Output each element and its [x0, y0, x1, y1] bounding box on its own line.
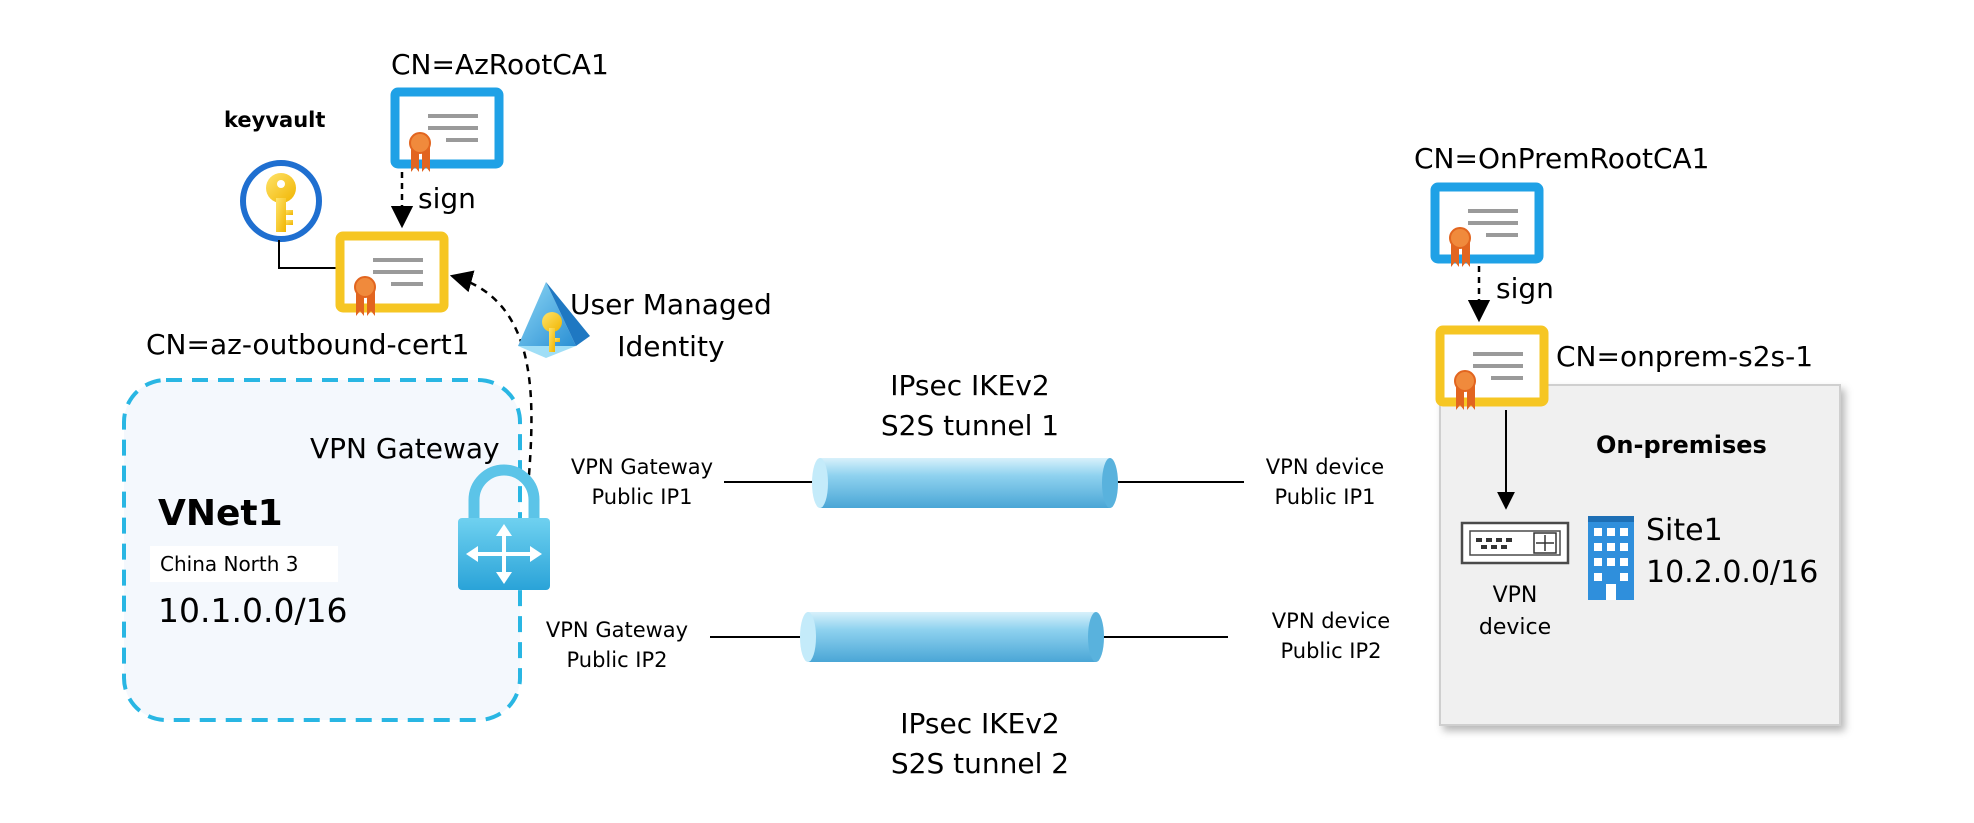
vpn-gateway-lock-icon: [458, 464, 550, 590]
tunnel-2-left-endpoint: VPN Gateway Public IP2: [532, 615, 702, 675]
vnet-address: 10.1.0.0/16: [158, 591, 348, 630]
tunnel-2-right-line1: VPN device: [1271, 609, 1391, 633]
tunnel-1: [724, 458, 1244, 508]
site-address: 10.2.0.0/16: [1646, 555, 1819, 590]
certificate-icon: [1430, 182, 1544, 267]
az-root-ca-label: CN=AzRootCA1: [391, 48, 609, 81]
tunnel-1-title-line2: S2S tunnel 1: [880, 409, 1060, 442]
keyvault-connector: [278, 240, 340, 269]
tunnel-1-title-line1: IPsec IKEv2: [890, 369, 1050, 402]
certificate-icon: [390, 87, 504, 172]
onprem-title: On-premises: [1596, 431, 1767, 459]
tunnel-2-title-line1: IPsec IKEv2: [900, 707, 1060, 740]
vpn-gateway-label: VPN Gateway: [310, 432, 500, 465]
keyvault-label: keyvault: [224, 108, 326, 132]
tunnel-1-left-line1: VPN Gateway: [570, 455, 714, 479]
certificate-icon: [335, 231, 449, 316]
key-icon: [240, 160, 322, 242]
tunnel-2-right-endpoint: VPN device Public IP2: [1256, 606, 1406, 666]
tunnel-1-right-endpoint: VPN device Public IP1: [1250, 452, 1400, 512]
building-icon: [1588, 516, 1634, 600]
tunnel-2-right-line2: Public IP2: [1280, 639, 1382, 663]
vpn-device-icon: [1460, 521, 1570, 565]
az-outbound-cert-label: CN=az-outbound-cert1: [146, 328, 470, 361]
vpn-device-line2: device: [1478, 615, 1552, 640]
vpn-device-line1: VPN: [1492, 583, 1538, 608]
az-sign-label: sign: [418, 182, 476, 215]
identity-access-arrow: [449, 270, 533, 489]
onprem-sign-label: sign: [1496, 272, 1554, 305]
onprem-root-ca-label: CN=OnPremRootCA1: [1414, 142, 1710, 175]
tunnel-2: [710, 612, 1228, 662]
vpn-device-label: VPN device: [1460, 580, 1570, 644]
tunnel-1-left-line2: Public IP1: [591, 485, 693, 509]
tunnel-2-left-line1: VPN Gateway: [545, 618, 689, 642]
managed-identity-icon: [518, 282, 590, 358]
tunnel-1-right-line2: Public IP1: [1274, 485, 1376, 509]
certificate-icon: [1435, 325, 1549, 410]
user-managed-identity-label: User Managed Identity: [570, 284, 772, 368]
tunnel-2-left-line2: Public IP2: [566, 648, 668, 672]
vnet-region-badge: China North 3: [150, 546, 338, 582]
tunnel-2-title: IPsec IKEv2 S2S tunnel 2: [860, 704, 1100, 784]
tunnel-1-right-line1: VPN device: [1265, 455, 1385, 479]
vnet-name: VNet1: [158, 493, 283, 534]
tunnel-1-left-endpoint: VPN Gateway Public IP1: [562, 452, 722, 512]
tunnel-1-title: IPsec IKEv2 S2S tunnel 1: [860, 366, 1080, 446]
user-managed-identity-line2: Identity: [617, 330, 725, 363]
tunnel-2-title-line2: S2S tunnel 2: [890, 747, 1070, 780]
site-name: Site1: [1646, 513, 1723, 548]
user-managed-identity-line1: User Managed: [570, 288, 772, 321]
onprem-cert-label: CN=onprem-s2s-1: [1556, 340, 1814, 373]
